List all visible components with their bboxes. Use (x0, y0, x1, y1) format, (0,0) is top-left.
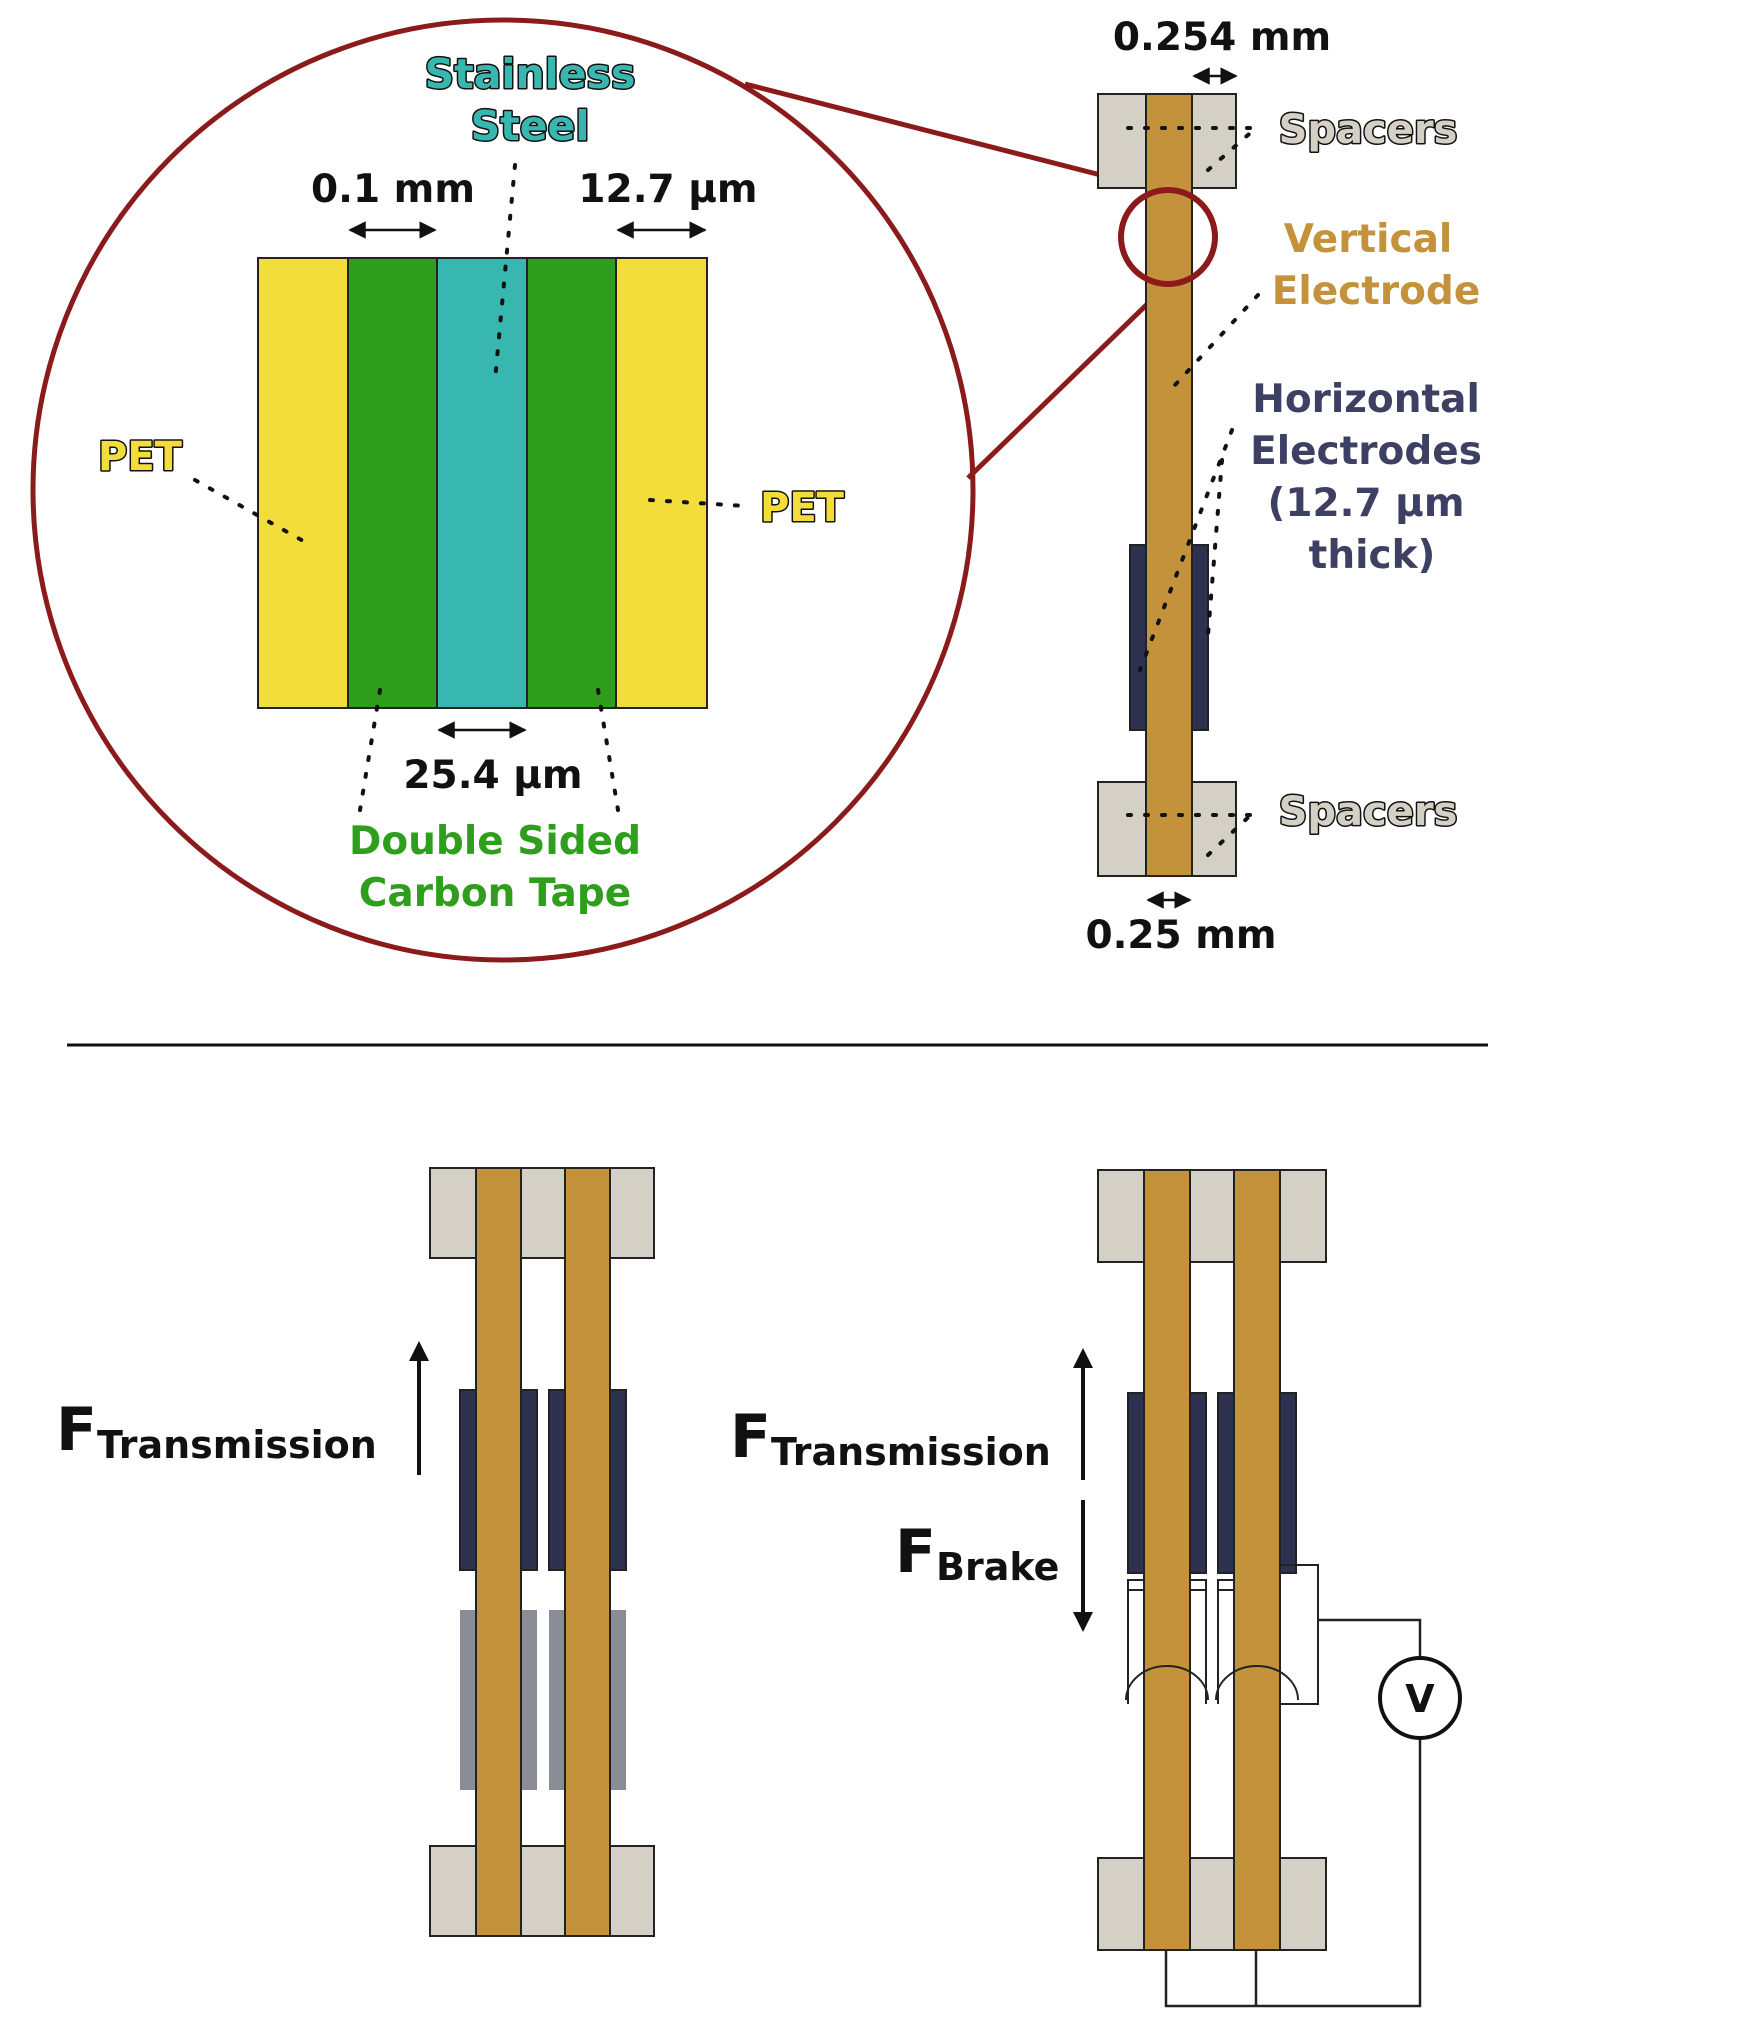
stainless-steel-layer (436, 257, 528, 709)
leader-carbon-right (596, 688, 620, 812)
carbon-label-line2: Carbon Tape (359, 871, 632, 916)
force-subscript: Brake (936, 1545, 1059, 1589)
horizontal-label-line2: Electrodes (1250, 429, 1482, 474)
vertical-electrode (1233, 1169, 1281, 1951)
horizontal-electrode-inactive (521, 1610, 537, 1790)
spacer-bottom (429, 1845, 655, 1937)
force-symbol: F (56, 1395, 97, 1465)
horizontal-electrode (1189, 1392, 1207, 1574)
force-subscript: Transmission (771, 1430, 1051, 1474)
brake-electrode-outline (1217, 1579, 1235, 1591)
dim-carbon-label: 0.1 mm (311, 167, 475, 212)
transmission-force-label: FTransmission (730, 1402, 1051, 1474)
horizontal-label-line3: (12.7 µm (1268, 481, 1465, 526)
pet-layer-left (257, 257, 349, 709)
dim-top-label: 0.254 mm (1113, 15, 1331, 60)
leader-spacer-top-b (1206, 126, 1258, 172)
voltmeter-symbol: V (1405, 1677, 1435, 1721)
brake-electrode-outline (1189, 1579, 1207, 1591)
leader-stainless (493, 163, 517, 382)
brake-electrode-outline (1127, 1579, 1145, 1591)
carbon-label-line1: Double Sided (349, 819, 641, 864)
vertical-electrode (1143, 1169, 1191, 1951)
magnifier-marker (1118, 187, 1218, 287)
spacer-top (1097, 1169, 1327, 1263)
brake-electrode-outline (1280, 1564, 1319, 1705)
vertical-electrode (475, 1167, 522, 1937)
horizontal-electrode (548, 1389, 566, 1571)
brake-electrode-outline (1127, 1590, 1219, 1704)
vertical-label-line1: Vertical (1284, 217, 1453, 262)
horizontal-electrode-left (1129, 544, 1147, 731)
spacers-top-label: Spacers (1279, 107, 1458, 153)
state-transmission: FTransmission (56, 1167, 655, 1937)
clamp-arc (1125, 1665, 1209, 1701)
magnifier-detail: Stainless Steel 0.1 mm 12.7 µm PET PET 2… (30, 17, 976, 963)
carbon-tape-layer-left (347, 257, 438, 709)
horizontal-electrode-inactive (549, 1610, 565, 1790)
brake-force-label: FBrake (895, 1517, 1059, 1589)
pet-layer-right (615, 257, 708, 709)
leader-vertical (1173, 293, 1260, 387)
force-symbol: F (895, 1517, 936, 1587)
horizontal-electrode (609, 1389, 627, 1571)
horizontal-electrode (1217, 1392, 1235, 1574)
horizontal-electrode-right (1191, 544, 1209, 731)
dim-steel-label: 25.4 µm (403, 753, 582, 798)
horizontal-electrode (520, 1389, 538, 1571)
leader-horizontal-b (1206, 458, 1224, 637)
force-subscript: Transmission (97, 1423, 377, 1467)
spacer-top (429, 1167, 655, 1259)
horizontal-electrode (1279, 1392, 1297, 1574)
horizontal-label-line1: Horizontal (1252, 377, 1480, 422)
circuit-wire-top (1318, 1618, 1422, 1658)
voltmeter (1378, 1656, 1462, 1740)
force-symbol: F (730, 1402, 771, 1472)
circuit-wire-bottom (1164, 1738, 1422, 2008)
horizontal-label-line4: thick) (1309, 533, 1436, 578)
leader-pet-left (193, 478, 307, 544)
spacers-bottom-label: Spacers (1279, 789, 1458, 835)
pet-right-label: PET (760, 485, 845, 531)
carbon-tape-layer-right (526, 257, 617, 709)
spacer-bottom (1097, 1857, 1327, 1951)
clamp-arc (1215, 1665, 1299, 1701)
vertical-label-line2: Electrode (1272, 269, 1481, 314)
vertical-electrode (564, 1167, 611, 1937)
vertical-electrode (1145, 93, 1193, 877)
transmission-force-label: FTransmission (56, 1395, 377, 1467)
overview-assembly: 0.254 mm 0.25 mm Spacers Spacers Vertica… (1085, 15, 1481, 958)
pet-left-label: PET (98, 434, 183, 480)
horizontal-electrode (459, 1389, 477, 1571)
horizontal-electrode (1127, 1392, 1145, 1574)
stainless-label-line2: Steel (471, 102, 590, 150)
horizontal-electrode-inactive (460, 1610, 476, 1790)
horizontal-electrode-inactive (610, 1610, 626, 1790)
dim-pet-label: 12.7 µm (578, 167, 757, 212)
dim-bottom-label: 0.25 mm (1085, 913, 1276, 958)
stainless-label-line1: Stainless (425, 50, 636, 98)
magnifier-connector-top (744, 81, 1129, 185)
leader-pet-right (648, 498, 747, 508)
state-braking: V FTransmission FBrake (730, 1169, 1462, 2008)
leader-carbon-left (358, 688, 382, 812)
leader-spacer-bottom-b (1206, 808, 1258, 857)
magnifier-connector-bottom (966, 282, 1170, 480)
